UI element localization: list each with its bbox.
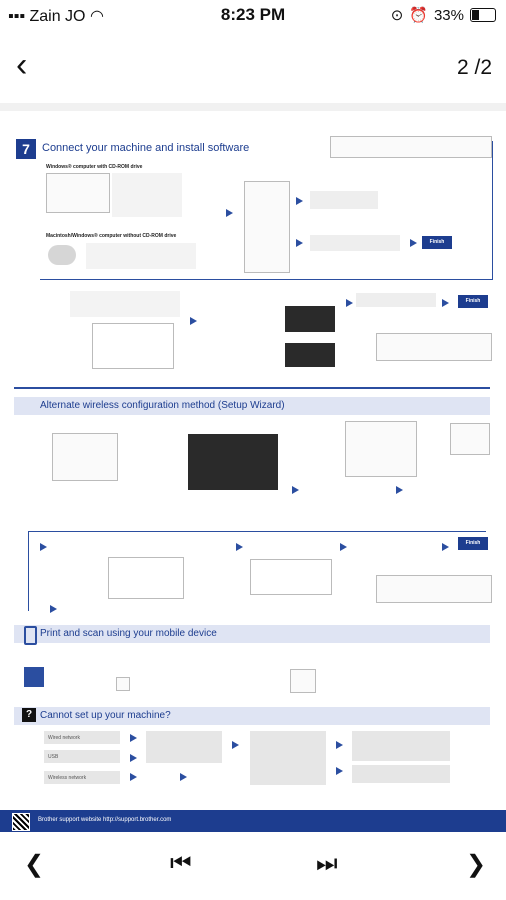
follow-instructions-box xyxy=(310,191,378,209)
skip-next-icon[interactable]: ⏭ xyxy=(316,850,338,877)
chevron-left-icon[interactable]: ❮ xyxy=(24,851,45,878)
mobile-section-band: Print and scan using your mobile device xyxy=(14,625,490,643)
step-title: Connect your machine and install softwar… xyxy=(42,142,250,154)
check-box xyxy=(250,731,326,785)
printer-image xyxy=(345,421,417,477)
flow-arrow xyxy=(296,197,303,205)
machine-screen-image xyxy=(188,434,278,490)
mac-instructions xyxy=(86,243,196,269)
info-note xyxy=(330,136,492,158)
windows-instructions xyxy=(112,173,182,217)
battery-percent: 33% xyxy=(433,6,464,24)
section-divider xyxy=(14,387,490,389)
wizard-section-band: Alternate wireless configuration method … xyxy=(14,397,490,415)
download-icon xyxy=(48,245,76,265)
note-box xyxy=(376,333,492,361)
access-point-image xyxy=(52,433,118,481)
battery-icon xyxy=(470,8,496,22)
flow-arrow xyxy=(130,734,137,742)
chevron-right-icon[interactable]: ❯ xyxy=(466,851,487,878)
back-button[interactable]: ‹ xyxy=(16,46,28,84)
mobile-section-title: Print and scan using your mobile device xyxy=(40,628,217,639)
cannot-row-label: Wireless network xyxy=(48,775,87,781)
finish-badge: Finish xyxy=(458,295,488,308)
check-box xyxy=(146,731,222,763)
windows-heading: Windows® computer with CD-ROM drive xyxy=(46,164,143,170)
document-page: 7 Connect your machine and install softw… xyxy=(0,111,506,832)
flow-arrow xyxy=(410,239,417,247)
flow-arrow xyxy=(130,754,137,762)
flow-line xyxy=(28,531,29,611)
flow-arrow xyxy=(190,317,197,325)
flow-arrow xyxy=(236,543,243,551)
bottom-nav-bar: ❮ ⏮ ⏭ ❯ xyxy=(0,830,506,900)
finish-badge: Finish xyxy=(458,537,488,550)
flow-arrow xyxy=(442,543,449,551)
flow-line xyxy=(40,279,492,280)
wireless-instructions xyxy=(70,291,180,317)
setup-screenshot xyxy=(250,559,332,595)
flow-arrow xyxy=(232,741,239,749)
qr-code-icon xyxy=(12,813,30,831)
cannot-row-label: USB xyxy=(48,754,59,760)
mac-heading: Macintosh/Windows® computer without CD-R… xyxy=(46,233,177,239)
flow-arrow xyxy=(226,209,233,217)
note-box xyxy=(376,575,492,603)
flow-arrow xyxy=(50,605,57,613)
help-icon: ? xyxy=(22,708,36,722)
support-text: Brother support website http://support.b… xyxy=(38,817,172,823)
flow-arrow xyxy=(396,486,403,494)
phone-icon xyxy=(24,626,37,645)
cannot-row xyxy=(44,731,120,744)
support-band: Brother support website http://support.b… xyxy=(0,810,506,832)
carrier-label: ▪▪▪ Zain JO ◠ xyxy=(8,8,104,25)
check-box xyxy=(352,765,450,783)
flow-arrow xyxy=(180,773,187,781)
finish-badge: Finish xyxy=(422,236,452,249)
alarm-icon: ⏰ xyxy=(409,7,428,24)
status-right: ⊙ ⏰ 33% xyxy=(391,6,496,24)
wifi-icon: ◠ xyxy=(89,8,104,25)
flow-arrow xyxy=(292,486,299,494)
flow-line xyxy=(492,141,493,280)
wizard-section-title: Alternate wireless configuration method … xyxy=(40,400,285,411)
machine-screen-image xyxy=(285,306,335,332)
connection-type-images xyxy=(244,181,290,273)
mopria-icon xyxy=(290,669,316,693)
clock: 8:23 PM xyxy=(220,5,286,24)
laptop-image xyxy=(450,423,490,455)
machine-screen-image xyxy=(285,343,335,367)
flow-arrow xyxy=(40,543,47,551)
flow-arrow xyxy=(346,299,353,307)
cannot-row xyxy=(44,771,120,784)
setup-screenshot xyxy=(108,557,184,599)
follow-instructions-box xyxy=(356,293,436,307)
status-bar: ▪▪▪ Zain JO ◠ 8:23 PM ⊙ ⏰ 33% xyxy=(0,0,506,30)
signal-icon: ▪▪▪ xyxy=(8,8,30,25)
skip-previous-icon[interactable]: ⏮ xyxy=(170,850,192,877)
cannot-row xyxy=(44,750,120,763)
setup-screenshot xyxy=(92,323,174,369)
cannot-setup-title: Cannot set up your machine? xyxy=(40,710,171,721)
flow-arrow xyxy=(336,741,343,749)
viewer-toolbar: ‹ 2 /2 xyxy=(0,34,506,98)
flow-line xyxy=(28,531,486,532)
page-indicator: 2 /2 xyxy=(456,56,492,79)
follow-instructions-box xyxy=(310,235,400,251)
app-icon xyxy=(24,667,44,687)
cannot-setup-band: Cannot set up your machine? xyxy=(14,707,490,725)
qr-code-icon xyxy=(116,677,130,691)
flow-arrow xyxy=(296,239,303,247)
step-number: 7 xyxy=(16,139,36,159)
document-viewer[interactable]: 7 Connect your machine and install softw… xyxy=(0,103,506,832)
flow-arrow xyxy=(336,767,343,775)
cannot-row-label: Wired network xyxy=(48,735,80,741)
check-box xyxy=(352,731,450,761)
lock-rotation-icon: ⊙ xyxy=(390,7,404,24)
flow-arrow xyxy=(442,299,449,307)
flow-arrow xyxy=(340,543,347,551)
cd-drive-image xyxy=(46,173,110,213)
flow-arrow xyxy=(130,773,137,781)
